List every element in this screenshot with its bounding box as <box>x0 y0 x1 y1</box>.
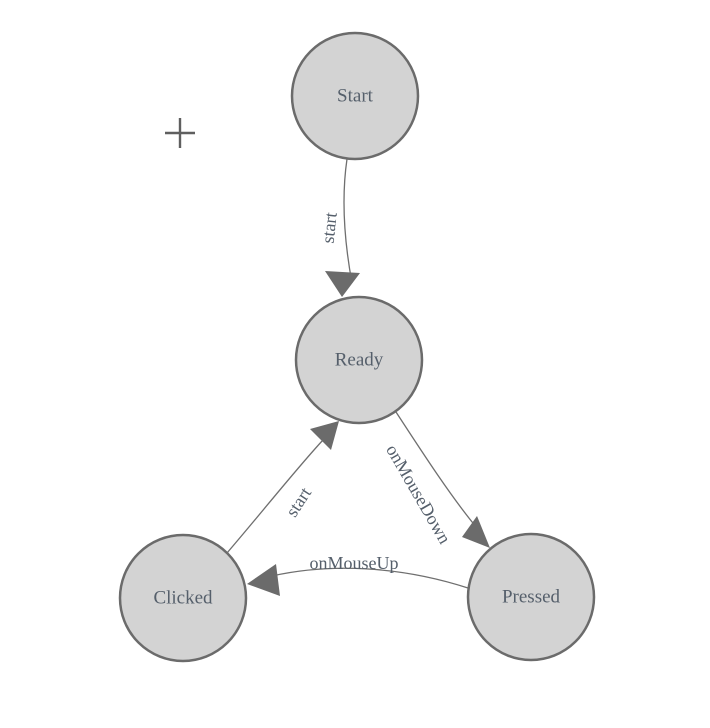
arrowhead-into-ready-bottom <box>310 421 339 450</box>
node-start[interactable]: Start <box>290 31 420 161</box>
edge-pressed-to-clicked-path <box>271 567 469 589</box>
node-start-circle[interactable] <box>290 31 420 161</box>
crosshair-icon <box>165 118 195 148</box>
edge-start-to-ready-path <box>343 158 353 284</box>
node-pressed-circle[interactable] <box>466 532 596 662</box>
node-clicked[interactable]: Clicked <box>118 533 248 663</box>
edge-pressed-to-clicked[interactable]: onMouseUp <box>247 553 469 596</box>
edge-clicked-to-ready[interactable]: start <box>226 421 339 554</box>
edge-clicked-to-ready-path <box>226 439 324 554</box>
edge-label-clicked-to-ready: start <box>282 484 316 521</box>
node-ready-circle[interactable] <box>294 295 424 425</box>
node-pressed[interactable]: Pressed <box>466 532 596 662</box>
edge-ready-to-pressed[interactable]: onMouseDown <box>382 411 490 548</box>
edge-ready-to-pressed-path <box>395 411 478 529</box>
node-clicked-circle[interactable] <box>118 533 248 663</box>
node-ready[interactable]: Ready <box>294 295 424 425</box>
edge-label-start-to-ready: start <box>318 211 341 244</box>
arrowhead-into-clicked <box>247 564 280 596</box>
edge-start-to-ready[interactable]: start <box>318 158 360 297</box>
arrowhead-into-ready-top <box>325 271 360 297</box>
arrowhead-into-pressed <box>462 516 490 548</box>
edge-label-ready-to-pressed: onMouseDown <box>382 441 455 547</box>
